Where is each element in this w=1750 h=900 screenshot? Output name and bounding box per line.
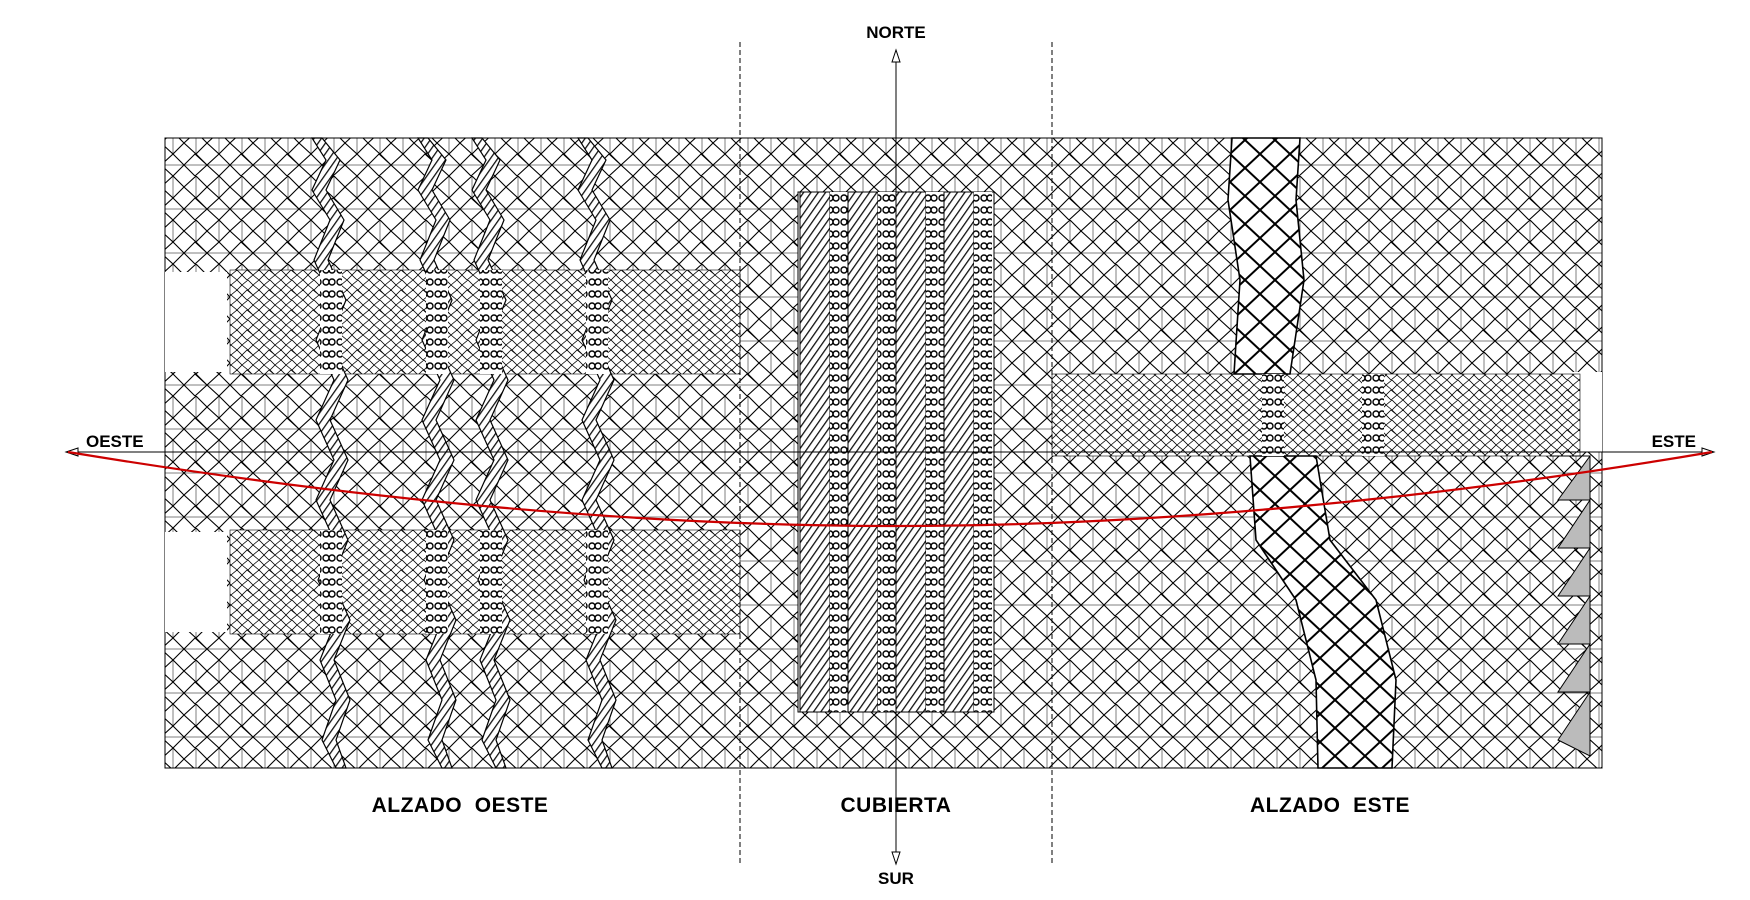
- label-south: SUR: [878, 869, 914, 888]
- label-roof: CUBIERTA: [841, 794, 952, 817]
- west-bead-chains: [320, 270, 608, 634]
- east-edge-shading: [1550, 455, 1591, 757]
- sun-path-curve: [67, 450, 1713, 528]
- label-east-elevation: ALZADO ESTE: [1250, 794, 1410, 817]
- label-west: OESTE: [86, 432, 144, 451]
- section-dividers: [739, 42, 1053, 866]
- north-south-axis: [891, 48, 901, 866]
- label-west-elevation: ALZADO OESTE: [372, 794, 549, 817]
- label-east: ESTE: [1652, 432, 1696, 451]
- east-large-bands: [1227, 137, 1397, 769]
- label-north: NORTE: [866, 23, 926, 42]
